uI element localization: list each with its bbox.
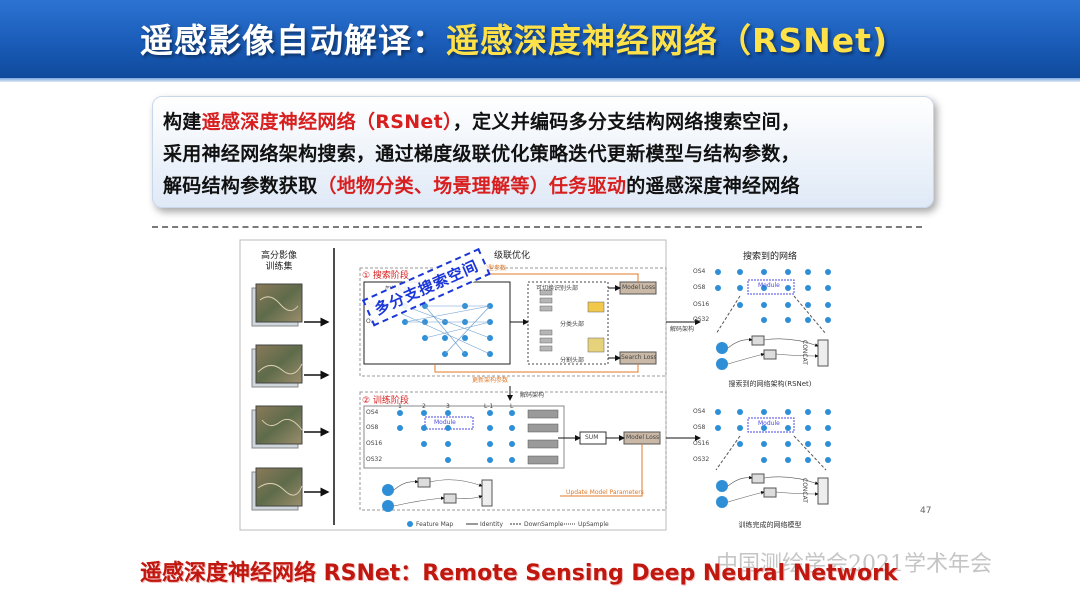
os-label: OS4 bbox=[366, 409, 379, 416]
module-label: Module bbox=[758, 282, 780, 289]
image-stack-4 bbox=[251, 467, 303, 511]
train-phase-box bbox=[359, 391, 667, 511]
os-label: OS16 bbox=[366, 440, 383, 447]
train-grid-nodes bbox=[397, 410, 515, 463]
model-loss-label-2: Model Loss bbox=[626, 434, 660, 441]
slide-title: 遥感影像自动解译：遥感深度神经网络（RSNet) bbox=[140, 14, 888, 62]
search-arrows bbox=[507, 285, 701, 401]
concat-label: CONCAT bbox=[801, 478, 808, 503]
layer-label: L bbox=[510, 403, 514, 410]
update-model-loop bbox=[560, 444, 643, 497]
title-highlight: 遥感深度神经网络（RSNet) bbox=[446, 21, 889, 60]
layer-label: L-1 bbox=[484, 403, 494, 410]
seg-output bbox=[587, 337, 605, 353]
os-label: OS8 bbox=[693, 424, 706, 431]
train-feature-blocks bbox=[527, 409, 559, 465]
intro-highlight: （地物分类、场景理解等）任务驱动 bbox=[317, 175, 627, 197]
intro-box: 构建遥感深度神经网络（RSNet），定义并编码多分支结构网络搜索空间， 采用神经… bbox=[152, 96, 934, 208]
image-stack-1 bbox=[251, 283, 303, 327]
dataset-images bbox=[251, 283, 303, 511]
os-label: OS4 bbox=[693, 408, 706, 415]
intro-text: 构建 bbox=[163, 111, 202, 133]
conference-watermark: 中国测绘学会2021学术年会 bbox=[716, 552, 992, 577]
concat-label: CONCAT bbox=[801, 340, 808, 365]
intro-text: 解码结构参数获取 bbox=[163, 175, 318, 197]
section-divider bbox=[152, 226, 922, 228]
os-label: OS32 bbox=[693, 456, 710, 463]
legend-marks bbox=[407, 521, 576, 527]
dataset-label-1: 高分影像 bbox=[260, 251, 298, 261]
search-loss-label: Search Loss bbox=[621, 354, 657, 361]
train-phase-label: ② 训练阶段 bbox=[362, 396, 409, 406]
update-model-params-en: Update Model Parameters bbox=[566, 489, 644, 496]
legend-upsample: UpSample bbox=[578, 521, 609, 528]
intro-highlight: 遥感深度神经网络（RSNet） bbox=[201, 111, 453, 133]
title-prefix: 遥感影像自动解译： bbox=[140, 21, 446, 60]
os-label: OS8 bbox=[366, 424, 379, 431]
layer-label: 1 bbox=[398, 403, 402, 410]
intro-text: 的遥感深度神经网络 bbox=[626, 175, 800, 197]
os-label: OS16 bbox=[693, 301, 710, 308]
classify-head-label: 分类头部 bbox=[560, 321, 585, 328]
intro-text: ，定义并编码多分支结构网络搜索空间， bbox=[452, 111, 801, 133]
searched-network-panel bbox=[715, 269, 831, 370]
input-arrows bbox=[304, 317, 330, 497]
trained-model-caption: 训练完成的网络模型 bbox=[738, 521, 802, 529]
train-grid-box bbox=[363, 405, 565, 469]
update-arch-params-label: 更新架构参数 bbox=[472, 377, 509, 384]
seg-head-label: 分割头部 bbox=[560, 357, 585, 364]
model-loss-label: Model Loss bbox=[622, 284, 656, 291]
heads-box bbox=[527, 281, 609, 365]
os-label: OS16 bbox=[693, 440, 710, 447]
os-label: OS8 bbox=[693, 284, 706, 291]
legend-downsample: DownSample bbox=[524, 521, 564, 528]
module-label: Module bbox=[758, 420, 780, 427]
cascade-title: 级联优化 bbox=[493, 251, 531, 261]
image-stack-3 bbox=[251, 405, 303, 449]
os-label: OS32 bbox=[366, 456, 383, 463]
footer-caption: 遥感深度神经网络 RSNet：Remote Sensing Deep Neura… bbox=[140, 561, 898, 586]
intro-line-1: 构建遥感深度神经网络（RSNet），定义并编码多分支结构网络搜索空间， bbox=[163, 107, 800, 134]
intro-line-3: 解码结构参数获取（地物分类、场景理解等）任务驱动的遥感深度神经网络 bbox=[163, 171, 800, 198]
top-grid-nodes bbox=[715, 269, 831, 323]
os-label: OS32 bbox=[693, 316, 710, 323]
search-phase-label: ① 搜索阶段 bbox=[362, 271, 409, 281]
decode-arch-label: 解码架构 bbox=[670, 326, 695, 333]
search-grid-edges bbox=[384, 305, 491, 355]
legend-identity: Identity bbox=[480, 521, 503, 528]
os-label: OS4 bbox=[693, 268, 706, 275]
title-bar: 遥感影像自动解译：遥感深度神经网络（RSNet) bbox=[0, 0, 1080, 82]
decode-arch-label-2: 解码架构 bbox=[520, 392, 545, 399]
trained-model-panel bbox=[715, 409, 831, 508]
intro-line-2: 采用神经网络架构搜索，通过梯度级联优化策略迭代更新模型与结构参数， bbox=[163, 143, 800, 165]
dataset-label-2: 训练集 bbox=[265, 262, 293, 272]
train-module-label: Module bbox=[434, 419, 456, 426]
legend-feature-map: Feature Map bbox=[416, 521, 454, 528]
layer-label: 3 bbox=[446, 403, 450, 410]
head-blocks bbox=[539, 289, 553, 352]
image-stack-2 bbox=[251, 344, 303, 388]
train-cell-detail bbox=[382, 477, 493, 512]
sum-label: SUM bbox=[585, 434, 599, 441]
switchable-heads-label: 可切换识别头部 bbox=[536, 285, 579, 292]
bottom-grid-nodes bbox=[715, 409, 831, 463]
searched-network-title: 搜索到的网络 bbox=[742, 252, 798, 262]
classify-output bbox=[587, 301, 605, 313]
searched-arch-caption: 搜索到的网络架构(RSNet) bbox=[728, 380, 812, 388]
layer-label: 2 bbox=[422, 403, 426, 410]
page-number: 47 bbox=[920, 506, 932, 516]
figure-frame bbox=[239, 239, 667, 531]
